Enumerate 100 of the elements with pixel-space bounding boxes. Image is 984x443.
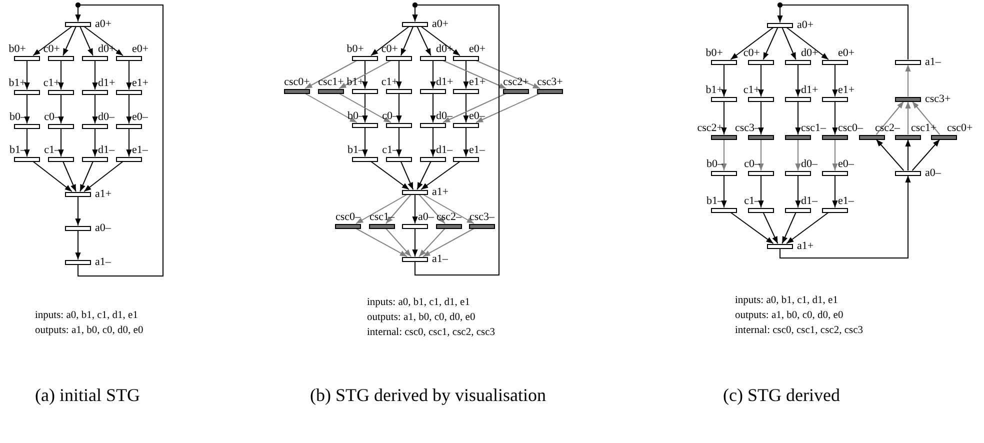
transition-label: c0– <box>382 110 398 122</box>
arrow <box>876 101 904 135</box>
transition-label: e1– <box>469 144 485 156</box>
transition-label: c0– <box>744 158 760 170</box>
transition-label: e1– <box>838 196 854 206</box>
arrow <box>416 161 432 190</box>
arrow <box>912 139 940 171</box>
transition-label: b0– <box>706 158 723 170</box>
arrow <box>92 60 98 90</box>
arrow <box>442 93 507 123</box>
transition-label: e0– <box>838 158 854 170</box>
arrow <box>75 230 81 260</box>
transition-label: a1– <box>925 56 941 68</box>
transition-label: b1+ <box>706 84 723 96</box>
arrow <box>905 139 911 171</box>
transition-label: a1+ <box>797 240 814 252</box>
transition-label: c0+ <box>43 44 60 54</box>
arrow <box>412 194 418 224</box>
signal-list: outputs: a1, b0, c0, d0, e0 <box>35 325 144 337</box>
arrow <box>362 93 368 123</box>
arrow <box>62 26 76 56</box>
arrow <box>463 127 469 157</box>
arrow <box>412 228 418 257</box>
transition-label: c1– <box>382 144 398 156</box>
transition-label: c1+ <box>381 76 398 88</box>
transition-label: a1+ <box>432 186 449 198</box>
arrow <box>782 212 796 244</box>
transition-label: csc2– <box>875 122 900 134</box>
arrow <box>430 60 436 89</box>
transition-label: c0+ <box>381 44 398 54</box>
arrow <box>420 161 460 190</box>
transition-label: b1+ <box>346 76 364 88</box>
transition-label: a0+ <box>95 18 112 30</box>
arrow <box>24 94 30 124</box>
arrow <box>418 228 446 257</box>
arrow <box>126 128 132 157</box>
transition-label: d1– <box>436 144 452 156</box>
transition-label: e1+ <box>469 76 486 88</box>
arrow <box>762 212 778 244</box>
arrow <box>416 26 432 56</box>
arrow <box>463 60 469 89</box>
arrow <box>786 212 829 244</box>
transition-label: csc1+ <box>911 122 937 134</box>
transition-label: a0+ <box>797 20 814 30</box>
transition-label: csc1+ <box>318 76 344 88</box>
transition-label: csc2– <box>436 212 462 222</box>
arrow <box>126 94 132 124</box>
transition-label: c1– <box>44 144 60 156</box>
arrow <box>362 60 368 89</box>
arrow <box>396 127 402 157</box>
arrow <box>758 64 764 97</box>
arrow <box>777 4 908 60</box>
arrow <box>832 101 838 135</box>
arrow <box>62 161 76 192</box>
transition-label: csc3– <box>469 212 495 222</box>
arrow <box>721 101 727 135</box>
transition-label: a0– <box>925 168 941 178</box>
transition-label: d0– <box>98 112 114 122</box>
transition-label: d0– <box>801 158 818 170</box>
transition-label: csc3– <box>734 122 760 134</box>
arrow <box>422 228 474 257</box>
arrow <box>92 128 98 157</box>
arrow <box>786 27 829 60</box>
arrow <box>832 175 838 208</box>
signal-list: outputs: a1, b0, c0, d0, e0 <box>367 312 476 324</box>
transition-label: e0+ <box>132 44 149 54</box>
arrow <box>876 139 904 171</box>
arrow <box>356 228 408 257</box>
transition-label: csc3+ <box>925 94 951 104</box>
transition-label: csc0– <box>838 122 864 134</box>
transition-label: e1+ <box>132 78 149 88</box>
transition-label: c1– <box>744 196 760 206</box>
arrow <box>762 27 778 60</box>
arrow <box>92 94 98 124</box>
arrow <box>356 194 408 224</box>
arrow <box>80 26 94 56</box>
arrow <box>84 161 124 192</box>
transition-label: csc0+ <box>284 76 310 88</box>
signal-list: internal: csc0, csc1, csc2, csc3 <box>367 327 495 339</box>
arrow <box>758 139 764 171</box>
arrow <box>912 101 940 135</box>
signal-list: inputs: a0, b1, c1, d1, e1 <box>367 297 470 309</box>
signal-list: inputs: a0, b1, c1, d1, e1 <box>35 310 138 322</box>
arrow <box>32 26 72 56</box>
transition-label: csc0+ <box>947 122 973 134</box>
arrow <box>418 194 446 224</box>
arrow <box>442 60 507 89</box>
arrow <box>420 26 460 56</box>
arrow <box>400 161 414 190</box>
transition-label: b0– <box>10 112 26 122</box>
transition-label: d0+ <box>436 44 454 54</box>
arrow <box>721 64 727 97</box>
transition-label: e0– <box>469 110 485 122</box>
arrow <box>905 101 911 135</box>
transition-label: a1+ <box>95 188 112 200</box>
transition-label: b1– <box>348 144 364 156</box>
arrow <box>782 27 796 60</box>
arrow <box>721 139 727 171</box>
arrow <box>780 175 911 258</box>
arrow <box>832 64 838 97</box>
